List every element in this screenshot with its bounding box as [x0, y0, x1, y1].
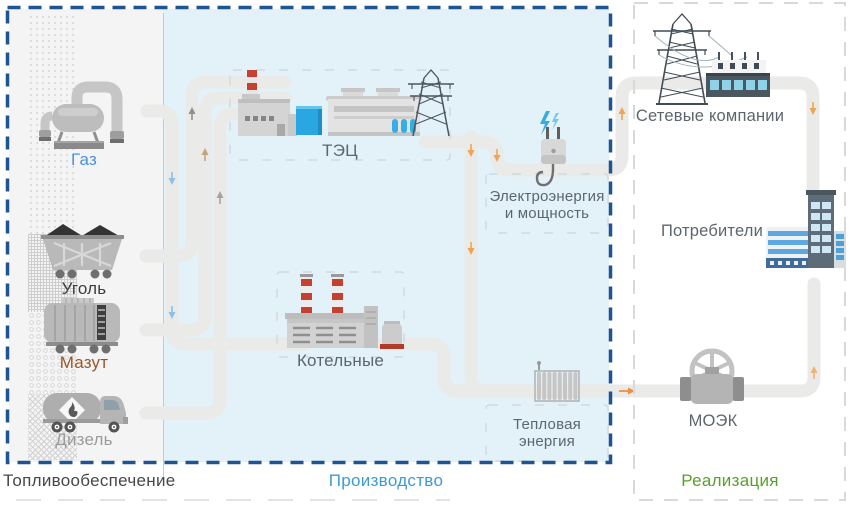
flow-arrow-moek-up: [810, 366, 818, 379]
flow-arrow-electricity-up: [618, 107, 626, 120]
flow-arrow-fueloil-up: [201, 148, 209, 161]
electricity-label: Электроэнергия и мощность: [483, 188, 611, 223]
consumers-label: Потребители: [660, 222, 764, 240]
radiator-icon: [534, 361, 580, 402]
heat-label: Тепловая энергия: [483, 416, 611, 451]
diesel-truck-icon: [43, 393, 128, 433]
flow-arrow-grid-down: [809, 102, 817, 115]
fuel-section-label: Топливообеспечение: [3, 471, 176, 490]
moek-label: МОЭК: [688, 412, 738, 430]
electricity-label-line1: Электроэнергия: [489, 188, 605, 205]
fuel-production-border: [5, 5, 613, 465]
gas-label: Газ: [71, 150, 97, 169]
chp-label: ТЭЦ: [322, 141, 358, 160]
fuel-oil-label: Мазут: [59, 353, 109, 372]
boilers-label: Котельные: [296, 351, 385, 370]
flow-arrow-heat-down-2: [467, 242, 475, 255]
lightning-icon: [540, 111, 550, 135]
flow-arrow-gas-down-2: [168, 306, 176, 319]
pipe-diesel-to-chp: [139, 107, 292, 420]
grid-companies-label: Сетевые компании: [635, 107, 785, 125]
fuel-oil-tankcar-icon: [44, 298, 120, 354]
power-grid-icon: [653, 13, 770, 105]
heat-label-line1: Тепловая: [513, 416, 581, 433]
pipe-chp-heat-down: [464, 130, 492, 398]
pipe-heat-to-moek-consumers: [373, 277, 821, 398]
boiler-house-icon: [285, 274, 404, 349]
flow-arrow-coal-up: [188, 107, 196, 120]
pipe-gas-to-boilers: [140, 104, 312, 351]
chp-group-outline: [229, 69, 451, 161]
gas-tank-icon: [39, 81, 124, 149]
diesel-label: Дизель: [55, 430, 113, 449]
electricity-group-outline: [485, 173, 609, 234]
boilers-group-outline: [276, 271, 405, 358]
sales-section-label: Реализация: [681, 471, 779, 490]
chp-plant-icon: [238, 69, 454, 137]
flow-arrow-heat-down-1: [467, 144, 475, 157]
pipe-fueloil-to-chp: [139, 91, 292, 337]
production-section-label: Производство: [328, 471, 444, 490]
plug-icon: [535, 111, 566, 187]
flow-arrow-heat-right: [619, 387, 635, 395]
electricity-label-line2: и мощность: [504, 205, 590, 223]
heat-label-line2: энергия: [519, 433, 575, 451]
buildings-icon: [766, 190, 846, 268]
flow-arrows: [168, 102, 818, 395]
coal-label: Уголь: [61, 279, 107, 298]
pipe-coal-to-chp: [139, 75, 292, 263]
flow-arrow-electricity-down: [493, 149, 501, 162]
flow-arrow-gas-down-1: [168, 172, 176, 185]
flow-arrow-diesel-up: [216, 191, 224, 204]
pipe-network: [139, 75, 821, 420]
valve-icon: [680, 348, 744, 404]
coal-railcar-icon: [41, 224, 124, 279]
pipe-electricity-to-grid-consumers: [418, 76, 820, 194]
